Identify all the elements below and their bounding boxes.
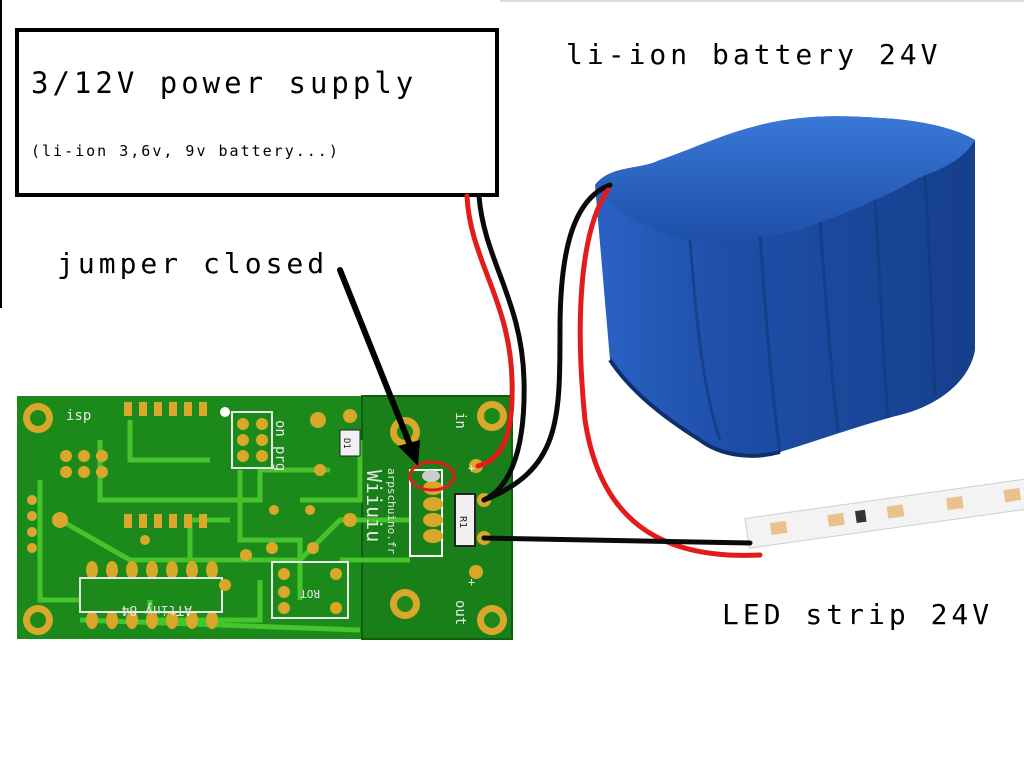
silk-on: on [272, 420, 288, 437]
terminal-pads [409, 459, 491, 579]
mounting-hole-center [397, 596, 413, 612]
led-chip [1003, 488, 1022, 503]
power-supply-title: 3/12V power supply [31, 66, 418, 100]
jumper-arrow [337, 267, 420, 466]
mounting-hole-center [484, 612, 500, 628]
led-chip [769, 520, 788, 535]
silk-r1: R1 [457, 516, 468, 528]
battery-top-face [595, 116, 975, 242]
jumper-pad [422, 470, 440, 482]
left-border-line [0, 0, 2, 308]
silk-brand: Wiiuiu [362, 470, 386, 542]
battery-label: li-ion battery 24V [566, 38, 942, 71]
battery-red-wire [577, 187, 763, 558]
led-chip [946, 496, 964, 511]
silk-isp: isp [66, 408, 91, 424]
mounting-hole-center [484, 408, 500, 424]
jumper-highlight-circle [408, 460, 456, 492]
power-supply-box: 3/12V power supply (li-ion 3,6v, 9v batt… [15, 28, 499, 197]
supply-black-wire [476, 193, 527, 503]
wires [464, 182, 763, 558]
mounting-hole-center [30, 410, 46, 426]
led-chip [886, 504, 905, 519]
supply-red-wire [464, 193, 515, 469]
battery-pack [595, 116, 975, 458]
silk-site: arpschuino.fr [385, 468, 398, 554]
on-prg-header [231, 411, 273, 469]
pcb-board: isp on prg in out Wiiuiu arpschuino.fr A… [17, 395, 513, 640]
silk-plus-in: + [468, 461, 475, 475]
silk-chip: ATtiny 84 [121, 602, 192, 617]
led-strip-label: LED strip 24V [722, 598, 994, 631]
battery-black-wire [481, 182, 613, 503]
top-border-line [500, 0, 1024, 2]
led-chip [827, 512, 845, 527]
mounting-holes [23, 401, 507, 635]
ic-pads-top [124, 402, 207, 528]
led-black-wire [481, 535, 753, 546]
isp-header [60, 450, 108, 478]
silk-rot: ROT [300, 587, 320, 600]
power-supply-subtitle: (li-ion 3,6v, 9v battery...) [31, 142, 340, 160]
attiny-outline [79, 577, 223, 613]
r1-resistor [454, 493, 476, 547]
silk-plus-out: + [468, 575, 475, 589]
jumper-label: jumper closed [57, 247, 329, 280]
silk-out: out [452, 600, 468, 625]
silk-in: in [452, 412, 468, 429]
silk-d1: D1 [341, 438, 351, 449]
led-resistor [855, 509, 867, 523]
silk-prg: prg [272, 446, 288, 471]
mounting-hole-center [30, 612, 46, 628]
led-strip [744, 477, 1024, 549]
led-strip-tape [744, 477, 1024, 549]
attiny-pads [86, 561, 218, 629]
rot-potentiometer [271, 561, 349, 619]
